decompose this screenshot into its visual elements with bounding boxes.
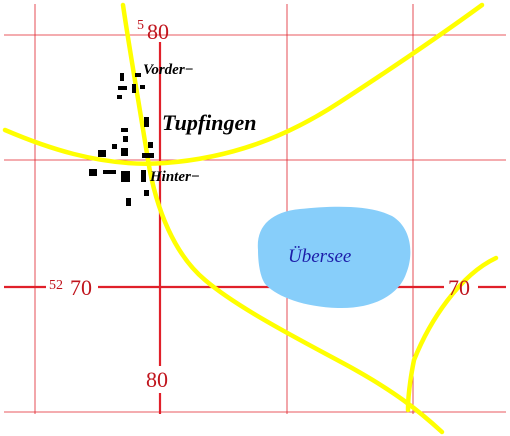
- building: [142, 153, 154, 158]
- lake-uebersee: [257, 206, 411, 309]
- left-coordinate-label: 70: [70, 275, 92, 300]
- building: [123, 136, 128, 142]
- building: [144, 117, 149, 127]
- place-names: Vorder− Tupfingen Hinter− Übersee: [143, 62, 351, 267]
- right-coordinate-label: 70: [448, 275, 470, 300]
- building: [112, 144, 117, 149]
- building: [132, 84, 136, 93]
- place-label-vorder: Vorder−: [143, 62, 194, 78]
- building: [118, 86, 127, 90]
- place-label-tupfingen: Tupfingen: [162, 110, 257, 135]
- building: [117, 95, 122, 99]
- road-northwest-northeast: [2, 2, 485, 166]
- building: [126, 198, 131, 206]
- roads: [2, 2, 499, 435]
- top-coordinate-prefix: 5: [137, 18, 144, 33]
- building: [98, 150, 106, 157]
- building: [89, 169, 97, 176]
- top-coordinate-label: 80: [147, 19, 169, 44]
- place-label-hinter: Hinter−: [149, 169, 200, 185]
- coordinate-grid: [4, 4, 506, 414]
- building: [121, 171, 130, 182]
- coordinate-labels: 5 80 80 52 70 70: [49, 18, 470, 392]
- building: [135, 73, 141, 77]
- building: [141, 170, 146, 182]
- left-coordinate-prefix: 52: [49, 278, 63, 293]
- building: [140, 85, 145, 89]
- building: [103, 170, 116, 174]
- village-buildings: [89, 73, 154, 206]
- road-north-south: [120, 2, 445, 435]
- building: [121, 148, 128, 156]
- building: [120, 73, 124, 81]
- building: [144, 190, 149, 196]
- bottom-coordinate-label: 80: [146, 367, 168, 392]
- building: [148, 142, 153, 148]
- lake-label-uebersee: Übersee: [288, 246, 351, 267]
- building: [121, 128, 128, 132]
- road-east-southwest: [405, 255, 499, 413]
- main-grid-axes: [4, 42, 506, 414]
